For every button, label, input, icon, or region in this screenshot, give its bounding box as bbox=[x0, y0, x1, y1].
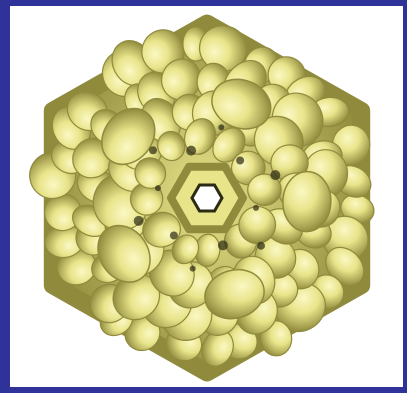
central-pore bbox=[133, 124, 281, 272]
surface-cavity bbox=[186, 145, 197, 156]
surface-lump bbox=[142, 211, 182, 248]
protrusion-knob bbox=[282, 170, 332, 233]
capsid-surface-render bbox=[10, 6, 403, 387]
surface-cavity bbox=[149, 146, 157, 155]
surface-cavity bbox=[257, 241, 265, 250]
surface-cavity bbox=[253, 204, 259, 211]
protrusion-knob bbox=[211, 78, 272, 130]
surface-cavity bbox=[270, 170, 281, 181]
surface-cavity bbox=[218, 124, 225, 131]
surface-cavity bbox=[155, 185, 161, 192]
render-viewport[interactable] bbox=[10, 6, 403, 387]
surface-lump bbox=[134, 157, 167, 189]
surface-lump bbox=[238, 205, 277, 245]
surface-cavity bbox=[236, 156, 245, 165]
surface-lump bbox=[171, 234, 200, 265]
surface-lump bbox=[247, 173, 282, 207]
protrusion-knob bbox=[101, 107, 156, 166]
pore-opening bbox=[190, 183, 224, 213]
protrusion-knob bbox=[204, 268, 265, 320]
surface-cavity bbox=[189, 265, 196, 272]
surface-subunits bbox=[29, 25, 375, 367]
surface-cavity bbox=[133, 215, 144, 226]
surface-cavity bbox=[217, 240, 228, 251]
surface-cavity bbox=[169, 231, 178, 240]
protrusion-knob bbox=[97, 224, 151, 283]
